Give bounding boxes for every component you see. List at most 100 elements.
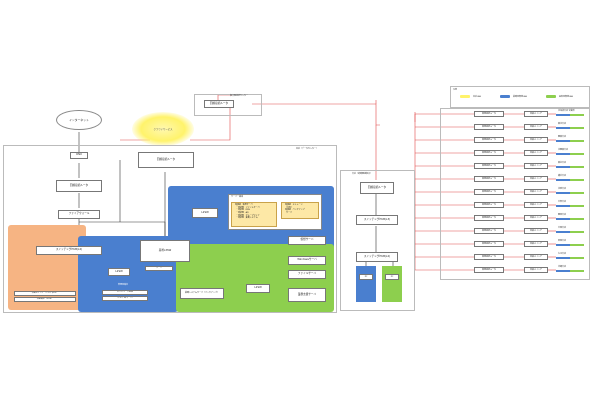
branch-bar-blue: [556, 257, 570, 259]
legend-label-1: 本社LAN: [473, 96, 482, 98]
pc-group-node[interactable]: サーバ: [145, 266, 173, 271]
inset-left-line: ・【仮想】 DNS: [234, 209, 250, 212]
main-site-frame-title: 本社（データセンター）: [296, 148, 319, 150]
branch-pc-blue[interactable]: PC: [359, 274, 373, 280]
legend-swatch-yellow: [460, 95, 470, 98]
branch-bar-green: [570, 244, 584, 246]
branch-router[interactable]: 回線接続ルータ: [474, 150, 504, 156]
legend-frame: [450, 86, 590, 108]
branch-name: 九州支店: [558, 253, 567, 255]
legend-title: 凡例: [453, 89, 458, 91]
branch-bar-green: [570, 270, 584, 272]
orange-note-1: 部署スイッチ（フロア別L2）: [14, 291, 76, 296]
branch-bar-blue: [556, 179, 570, 181]
branch-switch[interactable]: 営業スイッチ: [524, 111, 548, 117]
server-inset-right: 【基盤】 ストレージ （共有） 【基盤】 バックアップ サーバ: [281, 202, 319, 219]
right-node-4[interactable]: 業務支援サーバ: [288, 288, 326, 302]
blue-note-1: 管理用端末: [118, 284, 129, 286]
core-switch-node[interactable]: 基幹L3SW: [140, 240, 190, 262]
branch-router[interactable]: 回線接続ルータ: [474, 163, 504, 169]
branch-router[interactable]: 回線接続ルータ: [474, 176, 504, 182]
branch-l3-node[interactable]: スイッチングHUB(L3): [356, 215, 398, 225]
access-switch-left[interactable]: スイッチングHUB(L2): [36, 246, 102, 255]
branch-green-zone: [382, 266, 402, 302]
right-node-1[interactable]: 仮想サーバ: [288, 236, 326, 245]
branch-router[interactable]: 回線接続ルータ: [474, 189, 504, 195]
branch-name: 四国支店: [558, 240, 567, 242]
right-node-2[interactable]: Windowsサーバ: [288, 256, 326, 265]
branch-bar-green: [570, 192, 584, 194]
branch-name: 中国支店: [558, 227, 567, 229]
branch-switch[interactable]: 営業スイッチ: [524, 137, 548, 143]
cloud-service-glow: クラウドサービス: [132, 112, 194, 146]
right-node-3[interactable]: ファイルサーバ: [288, 270, 326, 279]
green-note: 業務システムサーバ（バックアップ）: [180, 288, 224, 299]
branch-router[interactable]: 回線接続ルータ: [474, 124, 504, 130]
legend-label-3: 来客用無線LAN: [559, 96, 574, 98]
legend-swatch-blue: [500, 95, 510, 98]
branch-name: 北陸支店: [558, 188, 567, 190]
inset-left-line: ・【仮想】 グループウェア: [234, 214, 260, 217]
inset-right-line: 【基盤】 バックアップ: [284, 209, 305, 212]
branch-router[interactable]: 回線接続ルータ: [474, 215, 504, 221]
branch-router[interactable]: 回線接続ルータ: [474, 202, 504, 208]
branch-router[interactable]: 回線接続ルータ: [474, 137, 504, 143]
branch-switch[interactable]: 営業スイッチ: [524, 215, 548, 221]
branch-bar-blue: [556, 127, 570, 129]
center-router-node[interactable]: 回線接続ルータ: [138, 152, 194, 168]
branch-bar-green: [570, 140, 584, 142]
branch-bar-blue: [556, 244, 570, 246]
server-inset-left: 【基盤】 仮想サーバ ・【仮想】 ファイルサーバ ・【仮想】 DNS ・【仮想】…: [231, 202, 277, 227]
inset-right-line: 【基盤】 ストレージ: [284, 204, 303, 206]
branch-switch[interactable]: 営業スイッチ: [524, 254, 548, 260]
inset-left-line: ・【仮想】 AD: [234, 212, 249, 215]
branch-switch[interactable]: 営業スイッチ: [524, 189, 548, 195]
server-dmz-node[interactable]: L2SW: [192, 208, 218, 218]
blue-note-3: （システム/サーバ）: [102, 296, 148, 301]
inset-left-line: ・【仮想】 業務システム: [234, 217, 258, 220]
onu-node[interactable]: ONU: [70, 152, 88, 159]
branch-router[interactable]: 回線接続ルータ: [474, 267, 504, 273]
branch-pc-green[interactable]: PC: [385, 274, 399, 280]
branch-site-frame-title: 支社（総務関連拠点）: [352, 173, 373, 175]
branch-switch[interactable]: 営業スイッチ: [524, 163, 548, 169]
branch-name: 沖縄支店: [558, 266, 567, 268]
branch-switch[interactable]: 営業スイッチ: [524, 176, 548, 182]
internet-cloud-label: インターネット: [69, 118, 89, 122]
firewall-node[interactable]: ファイアウォール: [58, 210, 100, 219]
l2-right-node[interactable]: L2SW: [246, 284, 270, 293]
branch-router-node[interactable]: 回線接続ルータ: [360, 182, 394, 194]
branch-switch[interactable]: 営業スイッチ: [524, 202, 548, 208]
branch-router[interactable]: 回線接続ルータ: [474, 111, 504, 117]
branch-name: 横浜支店: [558, 175, 567, 177]
branch-name: 関東支店: [558, 136, 567, 138]
branch-switch[interactable]: 営業スイッチ: [524, 267, 548, 273]
branch-bar-green: [570, 205, 584, 207]
branch-router[interactable]: 回線接続ルータ: [474, 254, 504, 260]
top-center-router[interactable]: 回線接続ルータ: [204, 100, 234, 108]
branch-router[interactable]: 回線接続ルータ: [474, 241, 504, 247]
main-router-node[interactable]: 回線接続ルータ: [56, 180, 102, 192]
inset-left-line: ・【仮想】 ファイルサーバ: [234, 206, 260, 209]
branch-name: 北海道支店 営業所: [558, 110, 575, 112]
branch-l2-node[interactable]: スイッチングHUB(L2): [356, 252, 398, 262]
branch-name: 中部支店: [558, 201, 567, 203]
branch-bar-blue: [556, 231, 570, 233]
branch-switch[interactable]: 営業スイッチ: [524, 124, 548, 130]
branch-name: 東北支店: [558, 123, 567, 125]
branch-name: 関西支店: [558, 214, 567, 216]
branch-switch[interactable]: 営業スイッチ: [524, 150, 548, 156]
branch-switch[interactable]: 営業スイッチ: [524, 228, 548, 234]
branch-router[interactable]: 回線接続ルータ: [474, 228, 504, 234]
blue-note-2: ネットワーク監視: [102, 290, 148, 295]
branch-bar-green: [570, 179, 584, 181]
top-center-frame-title: 拠点間接続センター: [230, 95, 249, 97]
branch-bar-green: [570, 257, 584, 259]
orange-note-2: 部署端末（PC等）: [14, 297, 76, 302]
inset-right-line: サーバ: [284, 212, 292, 215]
l2-mid-node[interactable]: L2SW: [108, 268, 130, 276]
branch-switch[interactable]: 営業スイッチ: [524, 241, 548, 247]
branch-bar-green: [570, 166, 584, 168]
branch-bar-blue: [556, 140, 570, 142]
branch-bar-blue: [556, 114, 570, 116]
